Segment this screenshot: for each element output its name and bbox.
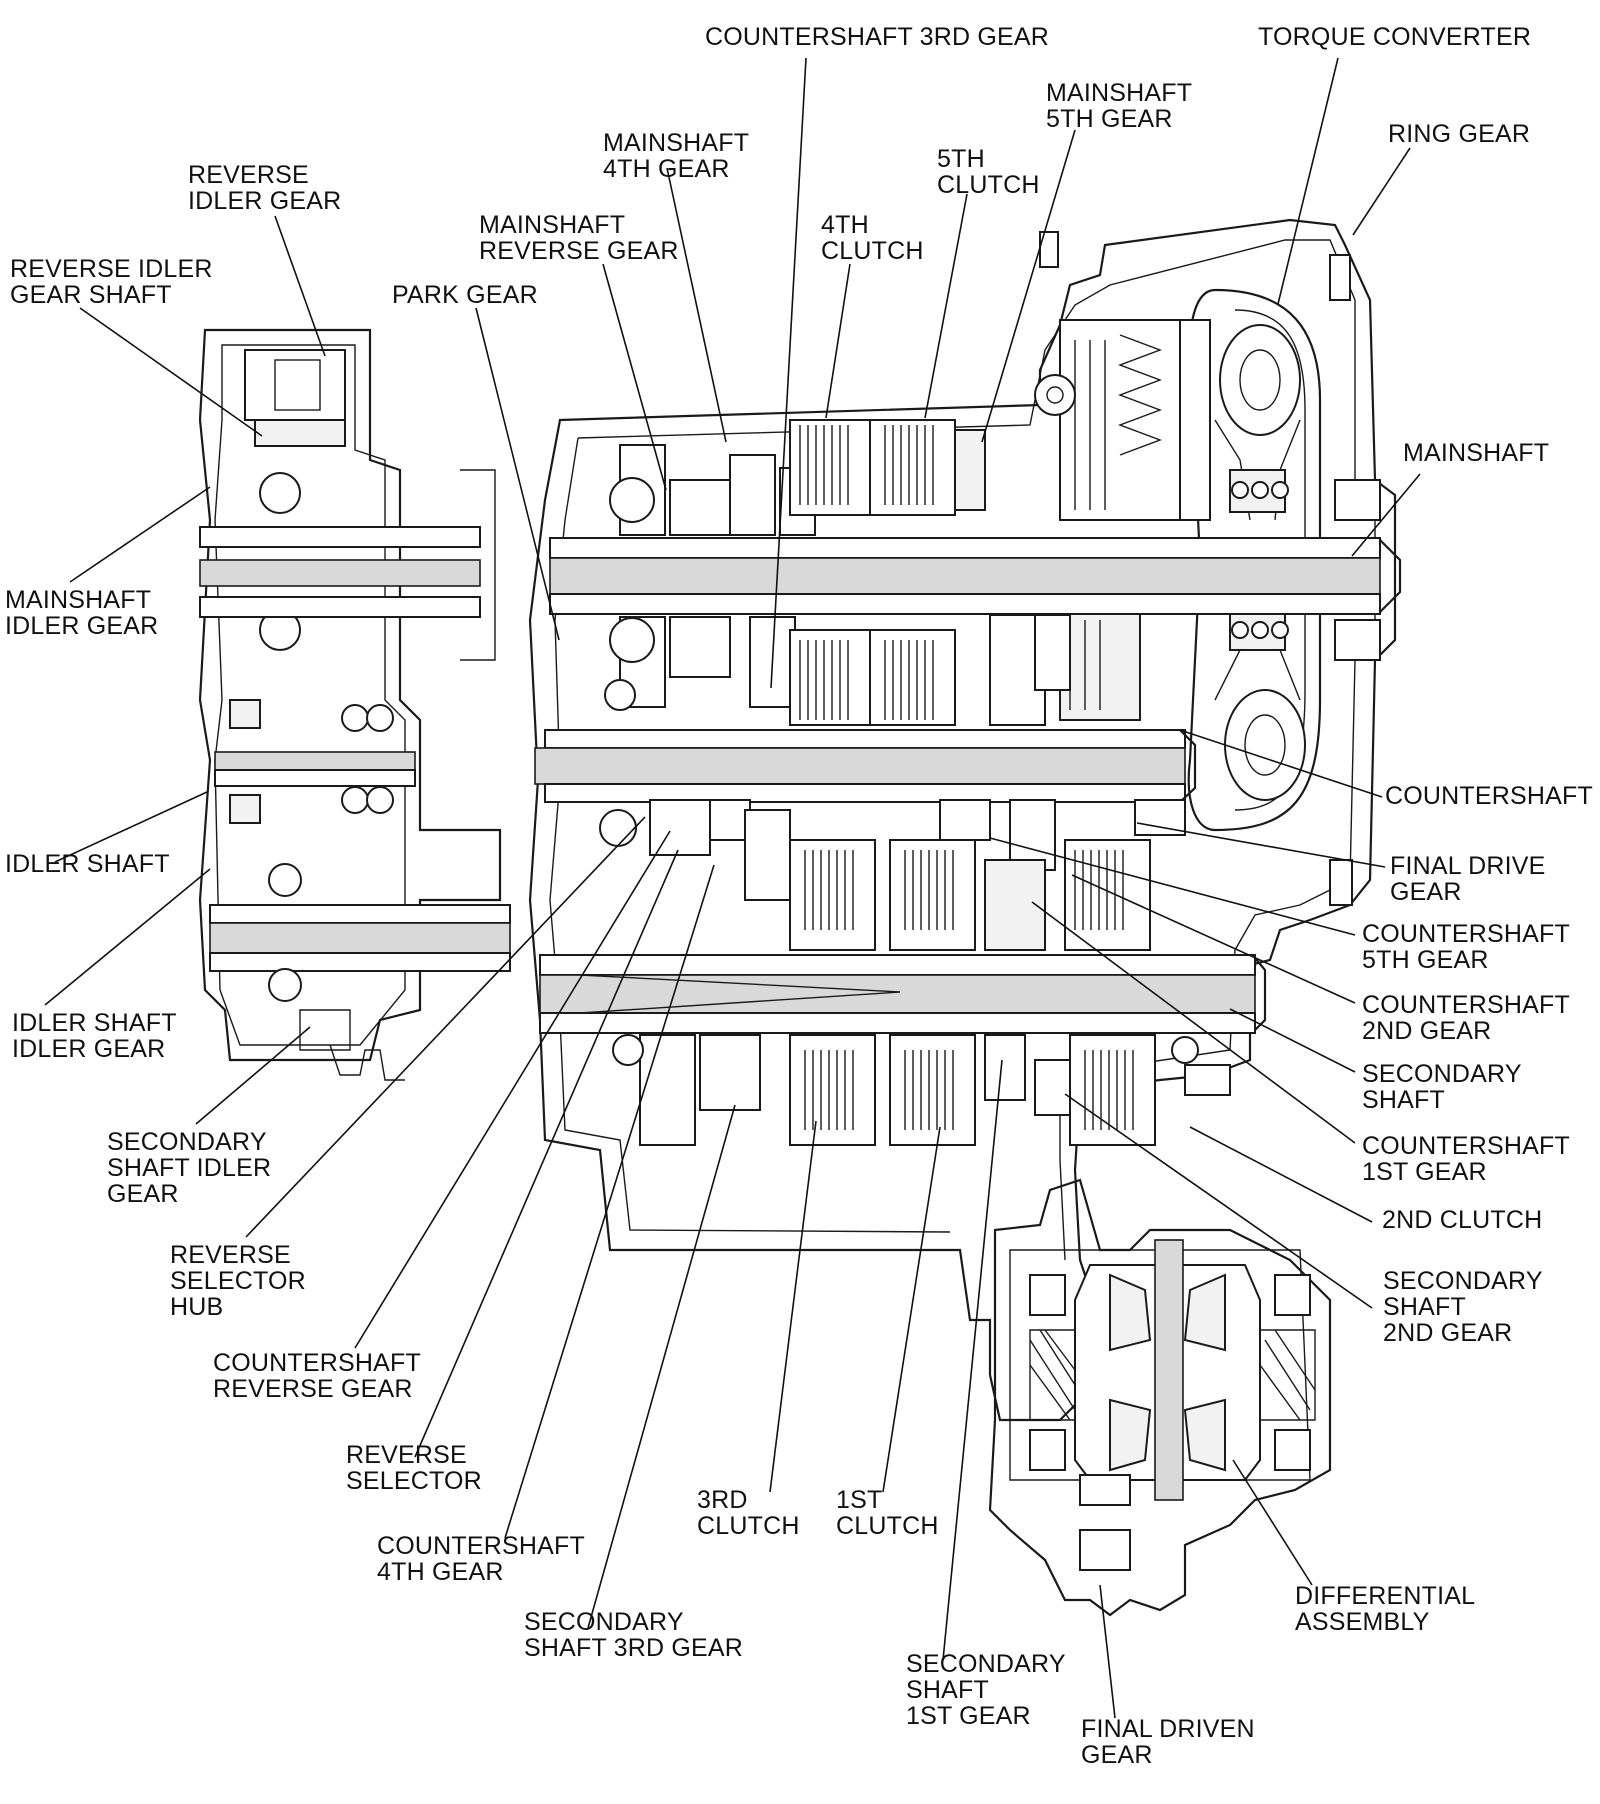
differential-assembly — [988, 1178, 1332, 1617]
label-countershaft-2nd-gear: COUNTERSHAFT 2ND GEAR — [1362, 991, 1570, 1045]
label-secondary-shaft-3rd-gear: SECONDARY SHAFT 3RD GEAR — [524, 1608, 744, 1662]
label-1st-clutch: 1ST CLUTCH — [836, 1486, 939, 1540]
label-secondary-shaft-1st-gear: SECONDARY SHAFT 1ST GEAR — [906, 1650, 1066, 1730]
label-torque-converter: TORQUE CONVERTER — [1258, 23, 1532, 51]
label-countershaft-reverse-gear: COUNTERSHAFT REVERSE GEAR — [213, 1349, 421, 1403]
label-ring-gear: RING GEAR — [1388, 120, 1531, 148]
label-reverse-idler-gear: REVERSE IDLER GEAR — [188, 161, 342, 215]
label-final-drive-gear: FINAL DRIVE GEAR — [1390, 852, 1546, 906]
label-reverse-selector: REVERSE SELECTOR — [346, 1441, 482, 1495]
label-countershaft: COUNTERSHAFT — [1385, 782, 1593, 810]
label-park-gear: PARK GEAR — [392, 281, 538, 309]
label-reverse-idler-gear-shaft: REVERSE IDLER GEAR SHAFT — [10, 255, 213, 309]
secondary-shaft-assembly — [539, 839, 1267, 1146]
label-final-driven-gear: FINAL DRIVEN GEAR — [1081, 1715, 1255, 1769]
label-mainshaft-4th-gear: MAINSHAFT 4TH GEAR — [603, 129, 750, 183]
label-countershaft-1st-gear: COUNTERSHAFT 1ST GEAR — [1362, 1132, 1570, 1186]
upper-right-clutch-assembly — [1034, 319, 1211, 721]
leader-lines — [44, 57, 1421, 1719]
label-differential-assembly: DIFFERENTIAL ASSEMBLY — [1295, 1582, 1476, 1636]
label-3rd-clutch: 3RD CLUTCH — [697, 1486, 800, 1540]
label-2nd-clutch: 2ND CLUTCH — [1382, 1206, 1543, 1234]
label-countershaft-4th-gear: COUNTERSHAFT 4TH GEAR — [377, 1532, 585, 1586]
label-countershaft-5th-gear: COUNTERSHAFT 5TH GEAR — [1362, 920, 1570, 974]
label-idler-shaft: IDLER SHAFT — [5, 850, 170, 878]
label-mainshaft-idler-gear: MAINSHAFT IDLER GEAR — [5, 586, 159, 640]
label-secondary-shaft: SECONDARY SHAFT — [1362, 1060, 1522, 1114]
label-idler-shaft-idler-gear: IDLER SHAFT IDLER GEAR — [12, 1009, 177, 1063]
label-mainshaft: MAINSHAFT — [1403, 439, 1550, 467]
label-mainshaft-5th-gear: MAINSHAFT 5TH GEAR — [1046, 79, 1193, 133]
label-reverse-selector-hub: REVERSE SELECTOR HUB — [170, 1241, 306, 1321]
label-secondary-shaft-2nd-gear: SECONDARY SHAFT 2ND GEAR — [1383, 1267, 1543, 1347]
label-countershaft-3rd-gear: COUNTERSHAFT 3RD GEAR — [705, 23, 1050, 51]
label-4th-clutch: 4TH CLUTCH — [821, 211, 924, 265]
idler-gear-housing — [198, 328, 511, 1081]
label-secondary-shaft-idler-gear: SECONDARY SHAFT IDLER GEAR — [107, 1128, 272, 1208]
label-mainshaft-reverse-gear: MAINSHAFT REVERSE GEAR — [479, 211, 679, 265]
mainshaft-assembly — [549, 419, 1402, 726]
label-5th-clutch: 5TH CLUTCH — [937, 145, 1040, 199]
countershaft-assembly — [534, 729, 1197, 901]
